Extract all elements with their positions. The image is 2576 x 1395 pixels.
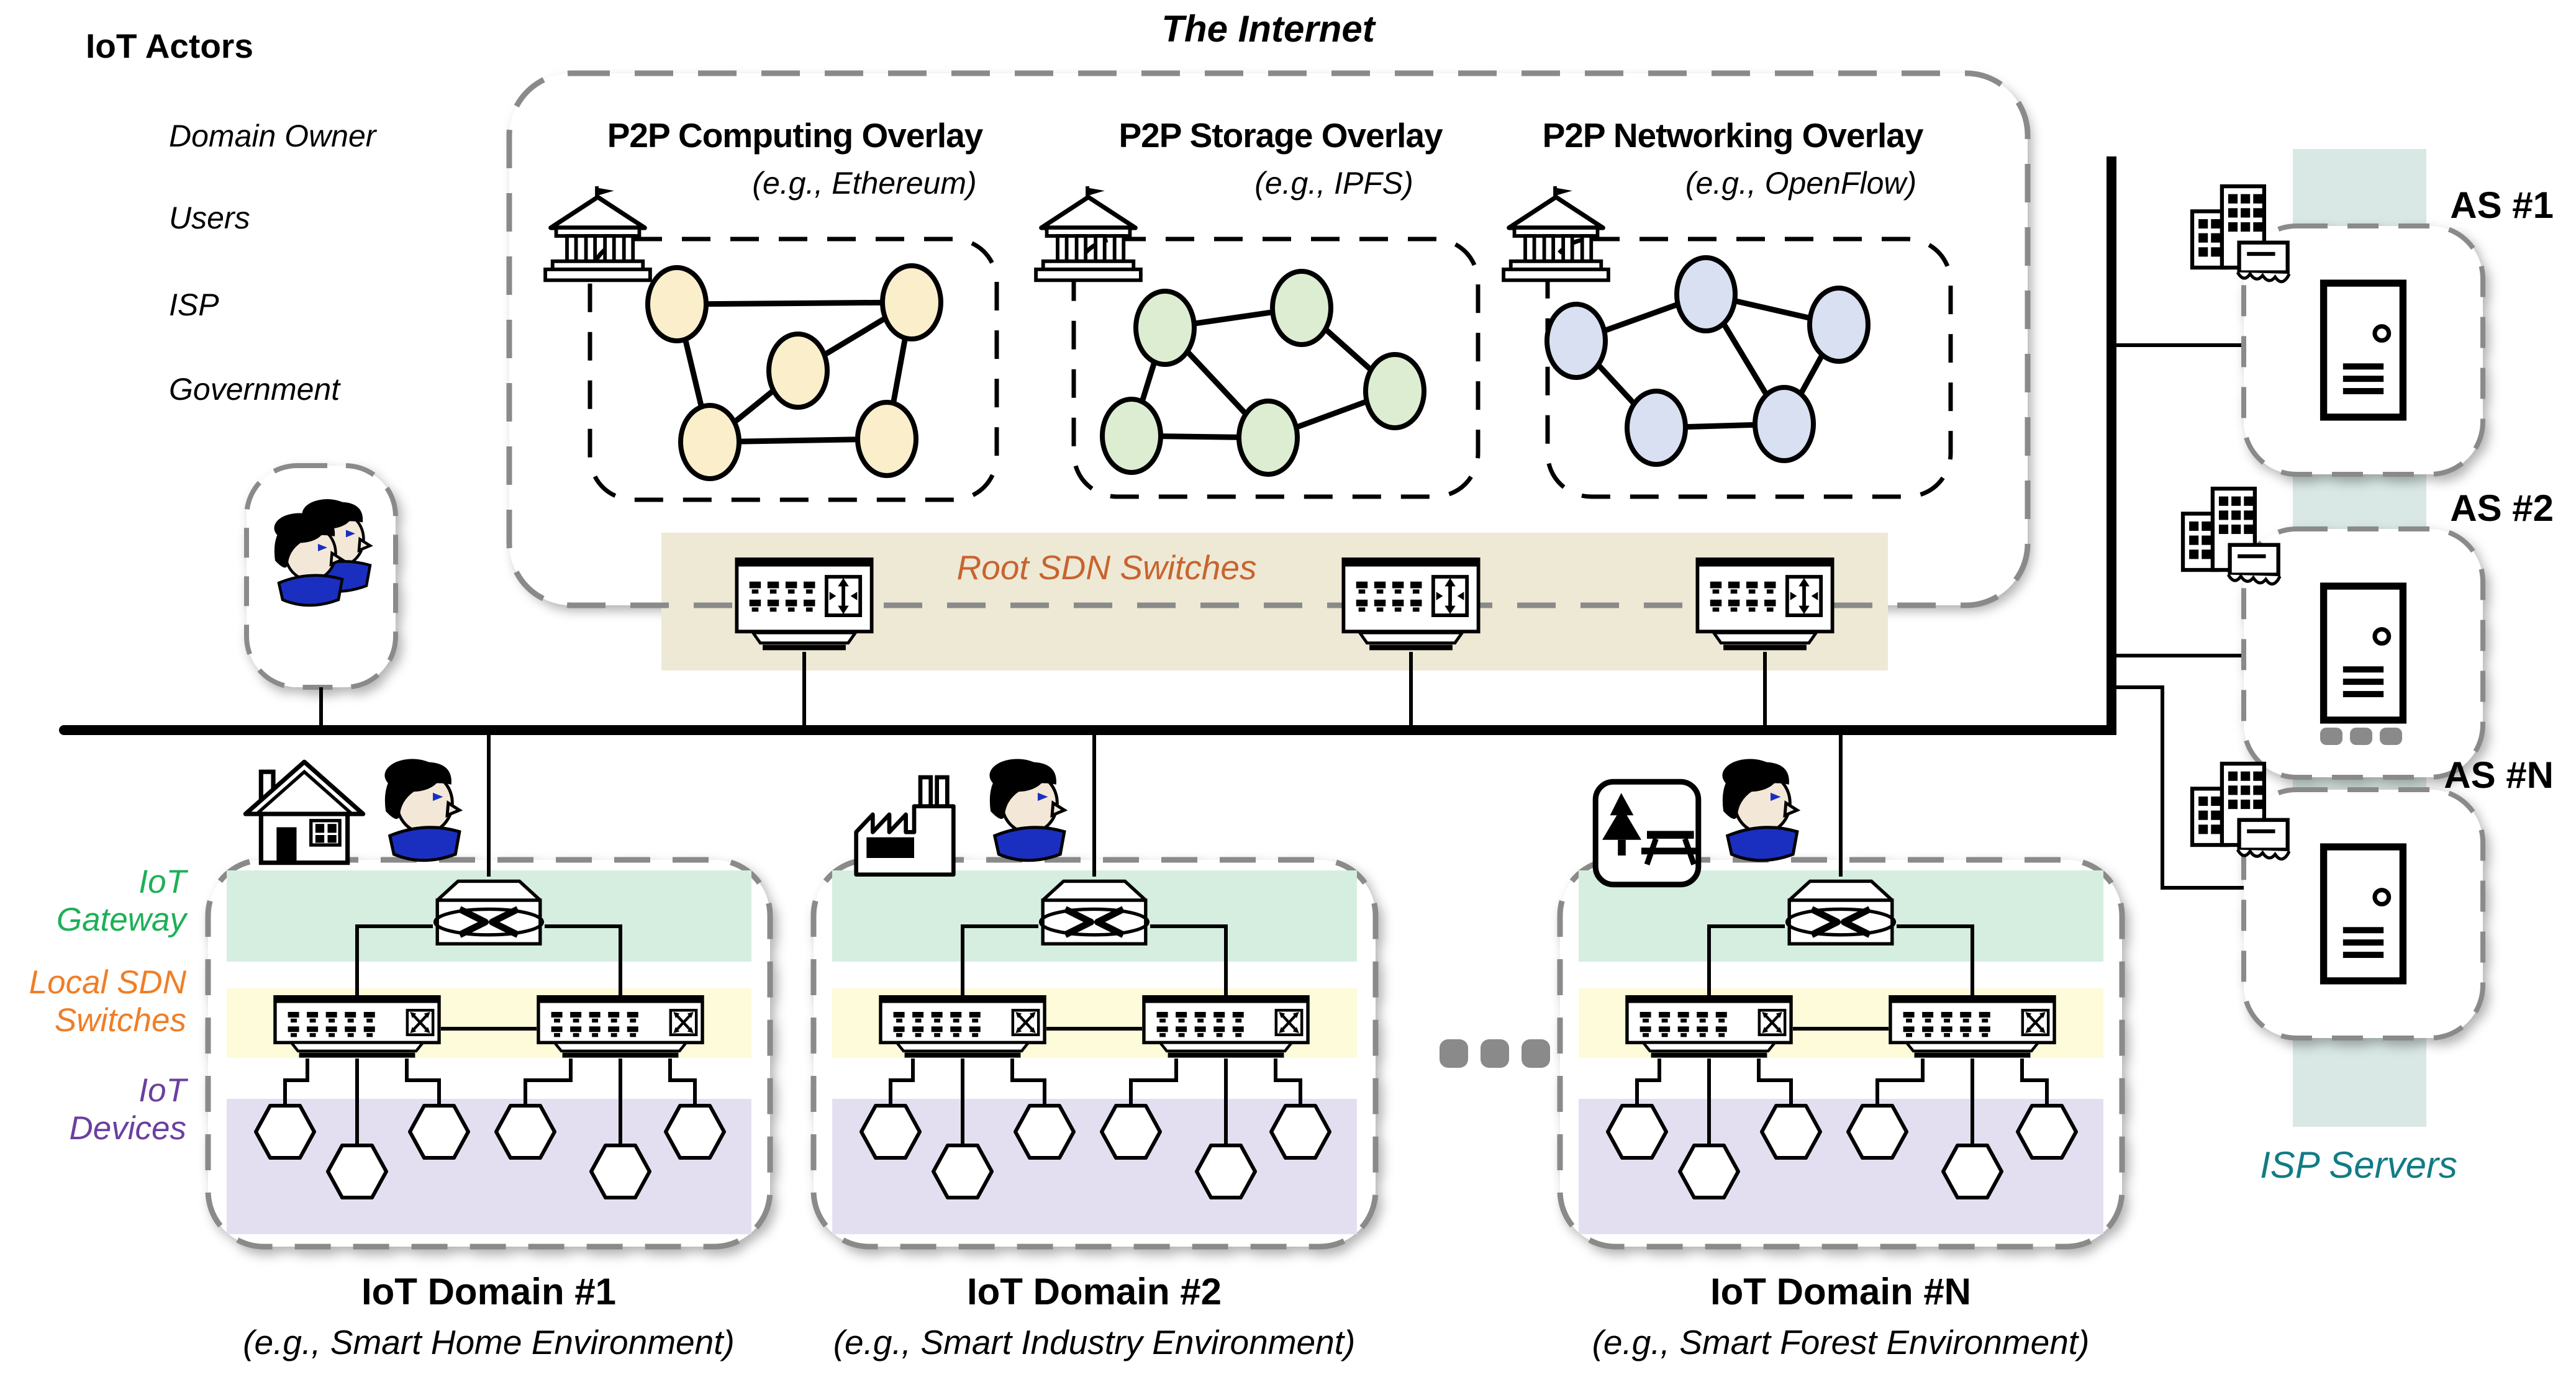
layer-label-devices: IoT Devices	[69, 1072, 186, 1147]
legend-item-government: Government	[169, 372, 340, 407]
peer-node	[880, 263, 943, 341]
as-n-label: AS #N	[2444, 754, 2554, 796]
domain-owner-icon	[989, 759, 1064, 860]
isp-servers-label: ISP Servers	[2260, 1144, 2457, 1186]
backbone-bus	[59, 725, 2116, 735]
domain-1-title: IoT Domain #1	[361, 1271, 617, 1312]
root-sdn-switch-icon	[737, 559, 871, 650]
legend-item-isp: ISP	[169, 287, 219, 322]
peer-node	[1270, 269, 1333, 347]
networking-overlay-title: P2P Networking Overlay	[1542, 116, 1924, 155]
domain-n-title: IoT Domain #N	[1710, 1271, 1972, 1312]
peer-node	[855, 400, 918, 478]
legend-item-domain-owner: Domain Owner	[169, 119, 376, 153]
peer-node	[1236, 399, 1300, 477]
domain-2-subtitle: (e.g., Smart Industry Environment)	[833, 1323, 1356, 1361]
peer-node	[1363, 352, 1426, 430]
peer-node	[678, 403, 742, 481]
domain-owner-icon	[1722, 759, 1797, 860]
peer-node	[645, 265, 709, 343]
root-sdn-switch-icon	[1697, 559, 1832, 650]
domains-ellipsis-dots	[1440, 1039, 1550, 1068]
internet-box-border	[506, 70, 2031, 608]
peer-node	[1544, 302, 1608, 380]
park-icon	[1595, 782, 1699, 885]
domain-2-title: IoT Domain #2	[966, 1271, 1222, 1312]
as-ellipsis-dots	[2320, 728, 2402, 745]
p2p-storage-box	[1071, 237, 1481, 499]
peer-node	[1753, 385, 1816, 463]
domain-n-subtitle: (e.g., Smart Forest Environment)	[1592, 1323, 2090, 1361]
peer-node	[1625, 389, 1688, 467]
internet-title: The Internet	[1161, 8, 1375, 50]
iot-domain-2	[814, 735, 1376, 1247]
peer-node	[1133, 289, 1197, 367]
house-icon	[245, 762, 363, 863]
networking-overlay-subtitle: (e.g., OpenFlow)	[1685, 166, 1917, 201]
p2p-computing-box	[587, 237, 999, 502]
peer-node	[1100, 397, 1163, 475]
factory-icon	[856, 777, 954, 875]
computing-overlay-title: P2P Computing Overlay	[607, 116, 984, 155]
layer-label-gateway: IoT Gateway	[56, 864, 186, 939]
root-sdn-switch-icon	[1343, 559, 1478, 650]
layer-label-switches: Local SDN Switches	[29, 964, 186, 1039]
domain-1-subtitle: (e.g., Smart Home Environment)	[243, 1323, 735, 1361]
legend-item-users: Users	[169, 201, 250, 235]
isp-icon	[2183, 489, 2280, 584]
backbone-trunk	[2107, 156, 2116, 735]
networking-overlay-graph	[1544, 255, 1871, 467]
as-2-label: AS #2	[2450, 487, 2554, 529]
users-icon	[274, 499, 371, 605]
computing-overlay-graph	[645, 263, 943, 481]
storage-overlay-title: P2P Storage Overlay	[1118, 116, 1443, 155]
root-sdn-switches-label: Root SDN Switches	[956, 548, 1257, 587]
peer-node	[1674, 255, 1738, 333]
storage-overlay-graph	[1100, 269, 1426, 477]
as-1-label: AS #1	[2450, 184, 2554, 226]
domain-owner-icon	[384, 759, 459, 860]
peer-node	[1807, 286, 1871, 364]
legend-title: IoT Actors	[86, 27, 253, 65]
p2p-networking-box	[1545, 237, 1953, 499]
peer-node	[766, 332, 830, 410]
as-branch-lines	[2116, 343, 2244, 890]
storage-overlay-subtitle: (e.g., IPFS)	[1254, 166, 1413, 201]
computing-overlay-subtitle: (e.g., Ethereum)	[752, 166, 977, 201]
root-switch-drop-lines	[802, 652, 1767, 725]
